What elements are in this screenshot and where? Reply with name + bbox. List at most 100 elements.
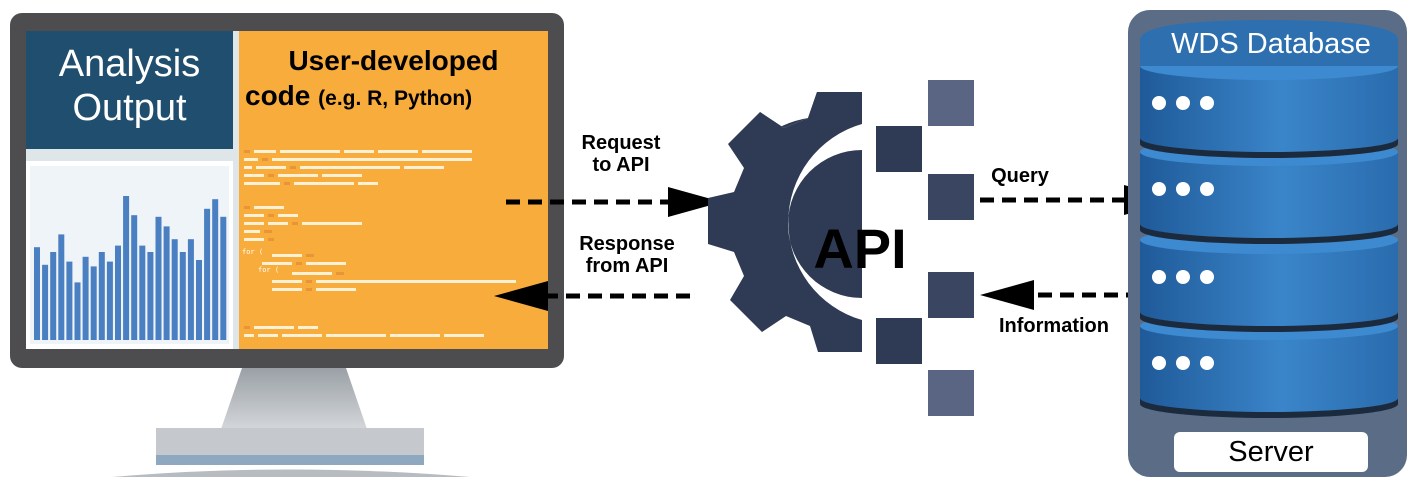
code-line bbox=[258, 334, 278, 337]
code-line bbox=[306, 254, 314, 257]
code-line bbox=[272, 280, 302, 283]
analysis-title: Analysis Output bbox=[26, 43, 233, 130]
light-icon bbox=[1176, 182, 1190, 196]
analysis-title-line2: Output bbox=[72, 86, 187, 129]
bar bbox=[220, 216, 227, 340]
analysis-header bbox=[26, 31, 233, 149]
query-label: Query bbox=[991, 165, 1049, 187]
request-label: Request to API bbox=[560, 132, 682, 177]
analysis-title-line1: Analysis bbox=[58, 43, 201, 85]
code-line bbox=[322, 174, 362, 177]
bar bbox=[139, 245, 146, 340]
code-line bbox=[244, 174, 264, 177]
code-line bbox=[344, 150, 374, 153]
code-line bbox=[316, 280, 516, 283]
code-line bbox=[292, 222, 298, 225]
code-title: User-developed code (e.g. R, Python) bbox=[239, 43, 548, 113]
code-line bbox=[298, 326, 318, 329]
gear-pixel-squares bbox=[876, 80, 974, 416]
code-line bbox=[300, 166, 400, 169]
bar bbox=[147, 252, 154, 340]
bar bbox=[115, 245, 121, 340]
code-line bbox=[278, 214, 298, 217]
bar bbox=[196, 260, 202, 340]
code-line bbox=[290, 166, 296, 169]
light-icon bbox=[1152, 182, 1166, 196]
code-line bbox=[244, 214, 264, 217]
bar bbox=[90, 266, 97, 340]
code-title-line2: code bbox=[245, 80, 311, 111]
code-lines bbox=[244, 150, 516, 337]
bar bbox=[50, 252, 57, 340]
code-line bbox=[422, 150, 472, 153]
light-icon bbox=[1176, 96, 1190, 110]
code-line bbox=[278, 174, 318, 177]
db-disk-bottom bbox=[1140, 124, 1398, 152]
db-disk-bottom bbox=[1140, 384, 1398, 412]
bar bbox=[98, 252, 105, 340]
code-line bbox=[306, 280, 312, 283]
bar bbox=[131, 215, 138, 340]
database-title: WDS Database bbox=[1171, 28, 1371, 60]
code-title-line2-wrap: code (e.g. R, Python) bbox=[239, 78, 548, 113]
code-line bbox=[358, 182, 378, 185]
code-line bbox=[296, 262, 302, 265]
db-disk-bottom bbox=[1140, 210, 1398, 238]
code-line bbox=[264, 230, 272, 233]
code-line bbox=[326, 334, 386, 337]
bar bbox=[163, 226, 170, 340]
code-line bbox=[306, 288, 312, 291]
light-icon bbox=[1200, 182, 1214, 196]
response-label-line2: from API bbox=[585, 255, 669, 278]
light-icon bbox=[1176, 270, 1190, 284]
code-line bbox=[272, 254, 302, 257]
code-line bbox=[244, 150, 250, 153]
light-icon bbox=[1176, 356, 1190, 370]
api-label: API bbox=[813, 217, 907, 280]
code-line bbox=[444, 334, 484, 337]
code-line bbox=[244, 222, 264, 225]
bar bbox=[58, 234, 65, 340]
code-line bbox=[280, 150, 340, 153]
code-line bbox=[294, 182, 354, 185]
code-line bbox=[292, 272, 332, 275]
code-line bbox=[254, 206, 284, 209]
code-line bbox=[262, 158, 268, 161]
monitor-stand bbox=[112, 368, 470, 477]
code-title-line1: User-developed bbox=[288, 45, 499, 76]
bar bbox=[187, 239, 194, 340]
code-line bbox=[244, 206, 250, 209]
bar bbox=[42, 264, 49, 340]
code-line bbox=[272, 158, 472, 161]
code-line bbox=[272, 288, 302, 291]
code-line bbox=[268, 174, 274, 177]
bar bbox=[66, 261, 73, 340]
server-label: Server bbox=[1228, 436, 1314, 468]
code-line bbox=[244, 166, 252, 169]
response-label: Response from API bbox=[556, 233, 698, 278]
bar bbox=[212, 199, 219, 340]
light-icon bbox=[1152, 270, 1166, 284]
bar bbox=[34, 247, 40, 340]
code-line bbox=[262, 262, 292, 265]
code-line bbox=[244, 182, 280, 185]
db-lights-1 bbox=[1152, 96, 1214, 110]
code-line bbox=[302, 222, 362, 225]
light-icon bbox=[1200, 96, 1214, 110]
code-line bbox=[244, 230, 260, 233]
code-line bbox=[256, 166, 286, 169]
code-line bbox=[404, 166, 444, 169]
code-line bbox=[244, 334, 254, 337]
code-line bbox=[336, 272, 344, 275]
bar bbox=[82, 256, 89, 340]
code-line bbox=[244, 238, 264, 241]
light-icon bbox=[1200, 356, 1214, 370]
information-arrowhead bbox=[980, 280, 1034, 310]
bar bbox=[123, 196, 130, 340]
code-for-keyword-2: for ( bbox=[258, 266, 279, 274]
code-line bbox=[284, 182, 290, 185]
code-line bbox=[378, 150, 418, 153]
code-line bbox=[306, 262, 346, 265]
